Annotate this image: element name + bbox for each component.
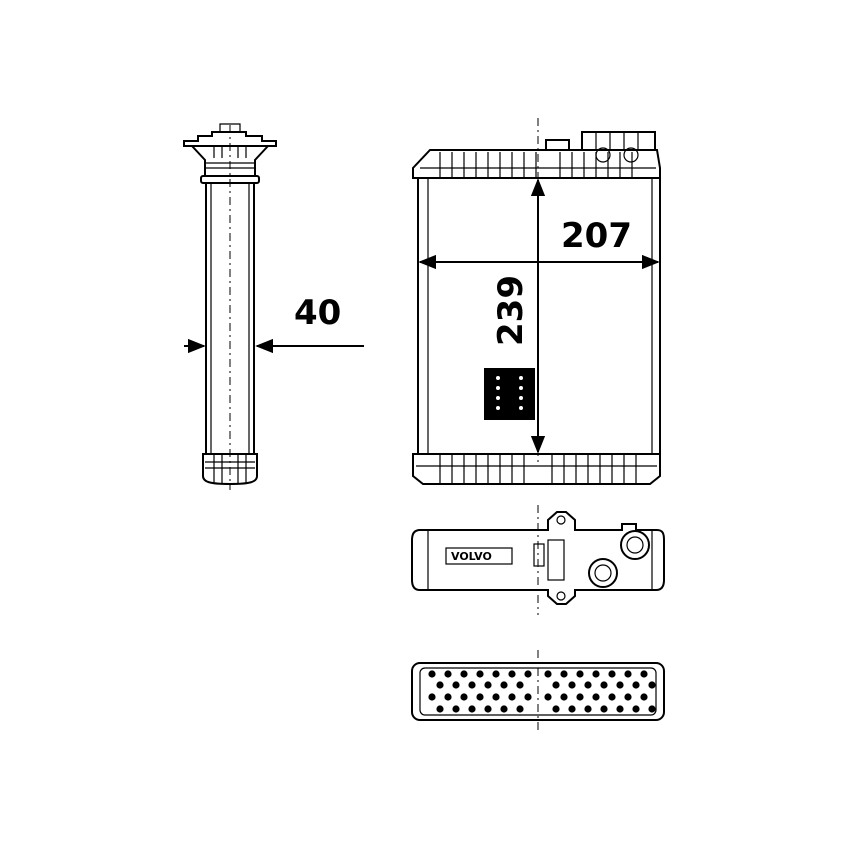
top-view: VOLVO <box>411 505 665 615</box>
bottom-view <box>411 650 665 732</box>
front-view: 207 239 <box>412 118 661 485</box>
label-plate <box>484 368 535 420</box>
inlet-port <box>588 558 618 588</box>
outlet-port <box>620 530 650 560</box>
width-dimension-label: 207 <box>561 216 632 256</box>
side-view: 40 <box>183 123 364 490</box>
height-dimension-label: 239 <box>491 275 531 346</box>
tank-logo: VOLVO <box>451 550 492 563</box>
depth-dimension-label: 40 <box>294 293 341 333</box>
